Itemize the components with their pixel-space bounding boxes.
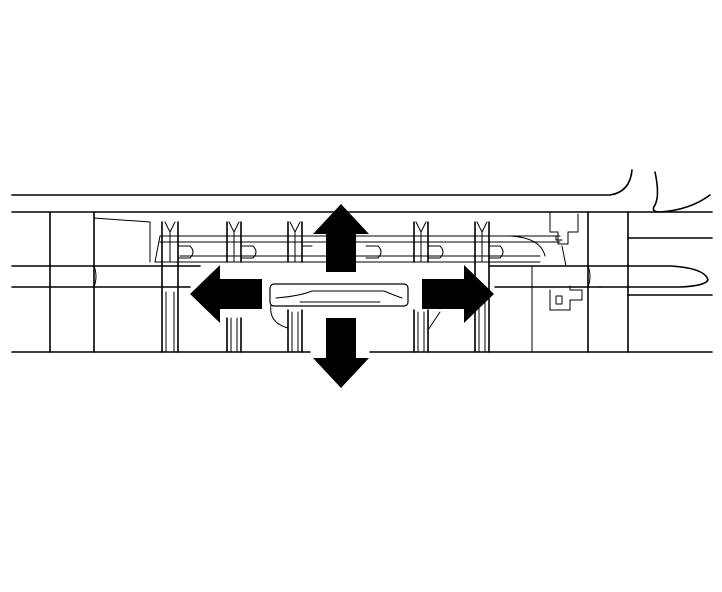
direction-arrows: [190, 204, 494, 388]
louver-blades: [161, 221, 504, 353]
louver-blade: [365, 245, 382, 259]
louver-blade: [413, 221, 444, 353]
louver-blade: [226, 221, 257, 353]
arrow-down-icon: [313, 318, 369, 388]
louver-blade: [270, 221, 313, 353]
vent-housing: [11, 169, 713, 353]
side-bracket-mechanism: [531, 211, 583, 353]
vent-adjustment-knob[interactable]: [269, 283, 409, 307]
louver-blade: [161, 221, 194, 353]
arrow-left-icon: [190, 265, 262, 323]
arrow-up-icon: [313, 204, 369, 272]
arrow-right-icon: [422, 265, 494, 323]
